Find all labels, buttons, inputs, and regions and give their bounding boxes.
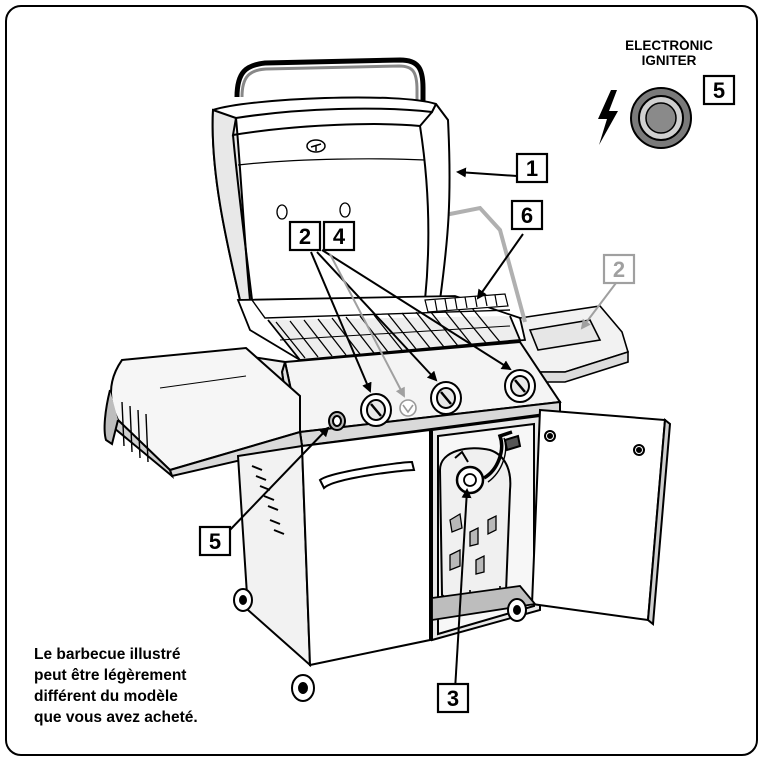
grill-logo-badge: [399, 399, 417, 417]
burner-knob-center: [430, 381, 462, 415]
note-line-3: différent du modèle: [34, 688, 178, 705]
right-door: [530, 408, 672, 626]
igniter-button-icon: [630, 87, 692, 149]
propane-tank: [438, 430, 522, 610]
callout-number: 4: [333, 224, 346, 249]
grill-lid: [211, 57, 451, 301]
door-handle: [318, 460, 416, 490]
igniter-title: ELECTRONIC IGNITER: [594, 38, 744, 68]
wheels: [233, 588, 527, 702]
warming-rack: [424, 293, 509, 313]
callout-number: 5: [209, 529, 221, 554]
callout-c1: 1: [515, 152, 549, 184]
disclaimer-note: Le barbecue illustré peut être légèremen…: [34, 644, 294, 728]
callout-number: 2: [613, 257, 625, 282]
callout-c5: 5: [198, 525, 232, 557]
callout-igniter: 5: [702, 74, 736, 106]
callout-c6: 6: [510, 199, 544, 231]
figure-frame: [5, 5, 758, 756]
callout-number: 2: [299, 224, 311, 249]
cooking-grates: [236, 293, 527, 361]
side-burner-table: [444, 205, 629, 383]
callout-c2g: 2: [602, 253, 636, 285]
igniter-button: [328, 411, 346, 431]
note-line-4: que vous avez acheté.: [34, 709, 198, 726]
callout-number: 6: [521, 203, 533, 228]
igniter-title-line1: ELECTRONIC: [625, 38, 713, 53]
callout-number: 3: [447, 686, 459, 711]
callout-number: 1: [526, 156, 538, 181]
lightning-bolt-icon: [598, 90, 618, 145]
callout-c2: 2: [288, 220, 322, 252]
note-line-1: Le barbecue illustré: [34, 646, 181, 663]
left-side-table: [103, 346, 304, 479]
bottom-shelf: [431, 585, 537, 622]
igniter-title-line2: IGNITER: [641, 53, 697, 68]
note-line-2: peut être légèrement: [34, 667, 187, 684]
burner-knob-right: [504, 369, 536, 403]
callout-number: 5: [713, 78, 725, 103]
callout-c3: 3: [436, 682, 470, 714]
callout-c4: 4: [322, 220, 356, 252]
leader-lines: [227, 167, 617, 691]
burner-knob-left: [360, 393, 392, 427]
